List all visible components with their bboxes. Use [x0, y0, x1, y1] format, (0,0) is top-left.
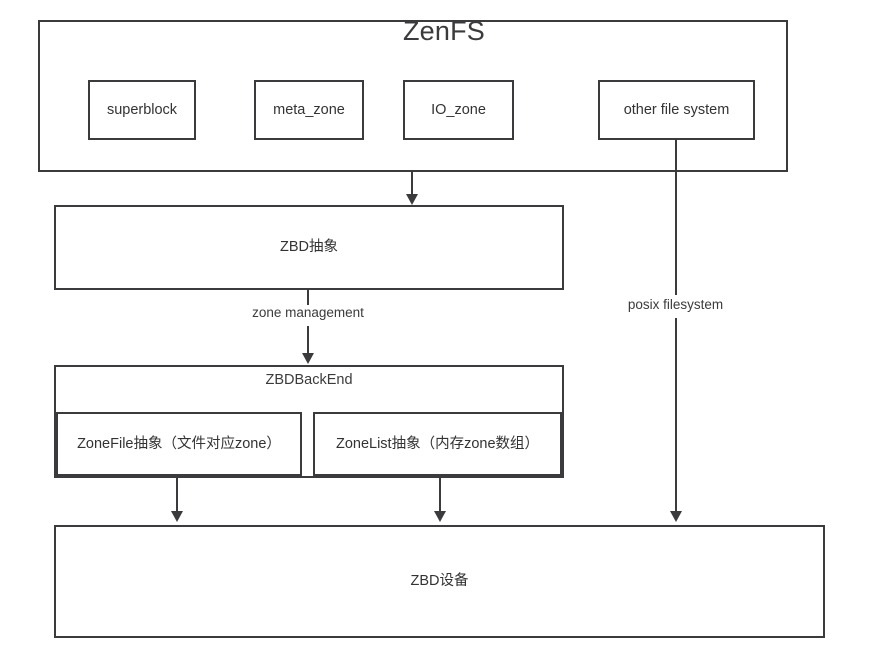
connector-zenfs-to-zbd-arrowhead [406, 194, 418, 205]
meta-zone-box[interactable]: meta_zone [254, 80, 364, 140]
connector-zbd-to-backend-line-upper [307, 290, 309, 310]
edge-label-zone-management: zone management [227, 305, 389, 320]
connector-zonefile-to-device-arrowhead [171, 511, 183, 522]
io-zone-box[interactable]: IO_zone [403, 80, 514, 140]
connector-zbd-to-backend-line-lower [307, 326, 309, 354]
connector-posix-arrowhead [670, 511, 682, 522]
superblock-label: superblock [106, 101, 178, 118]
zonelist-label: ZoneList抽象（内存zone数组） [335, 435, 540, 452]
other-file-system-box[interactable]: other file system [598, 80, 755, 140]
connector-posix-line-upper [675, 140, 677, 295]
zbd-device-box[interactable]: ZBD设备 [54, 525, 825, 638]
zbd-backend-title: ZBDBackEnd [265, 372, 353, 388]
other-file-system-label: other file system [623, 101, 730, 118]
zonefile-box[interactable]: ZoneFile抽象（文件对应zone） [56, 412, 302, 476]
connector-posix-line-lower [675, 318, 677, 512]
connector-zonefile-to-device-line [176, 478, 178, 512]
connector-zonelist-to-device-line [439, 478, 441, 512]
zbd-abstract-box[interactable]: ZBD抽象 [54, 205, 564, 290]
zonelist-box[interactable]: ZoneList抽象（内存zone数组） [313, 412, 562, 476]
zonefile-label: ZoneFile抽象（文件对应zone） [77, 435, 281, 452]
connector-zonelist-to-device-arrowhead [434, 511, 446, 522]
zbd-device-label: ZBD设备 [410, 573, 469, 590]
edge-label-posix-filesystem: posix filesystem [598, 297, 753, 312]
connector-zbd-to-backend-arrowhead [302, 353, 314, 364]
zenfs-title: ZenFS [402, 16, 486, 46]
connector-zenfs-to-zbd-line [411, 172, 413, 195]
superblock-box[interactable]: superblock [88, 80, 196, 140]
meta-zone-label: meta_zone [273, 101, 345, 118]
io-zone-label: IO_zone [431, 101, 486, 118]
zbd-abstract-label: ZBD抽象 [280, 239, 338, 256]
